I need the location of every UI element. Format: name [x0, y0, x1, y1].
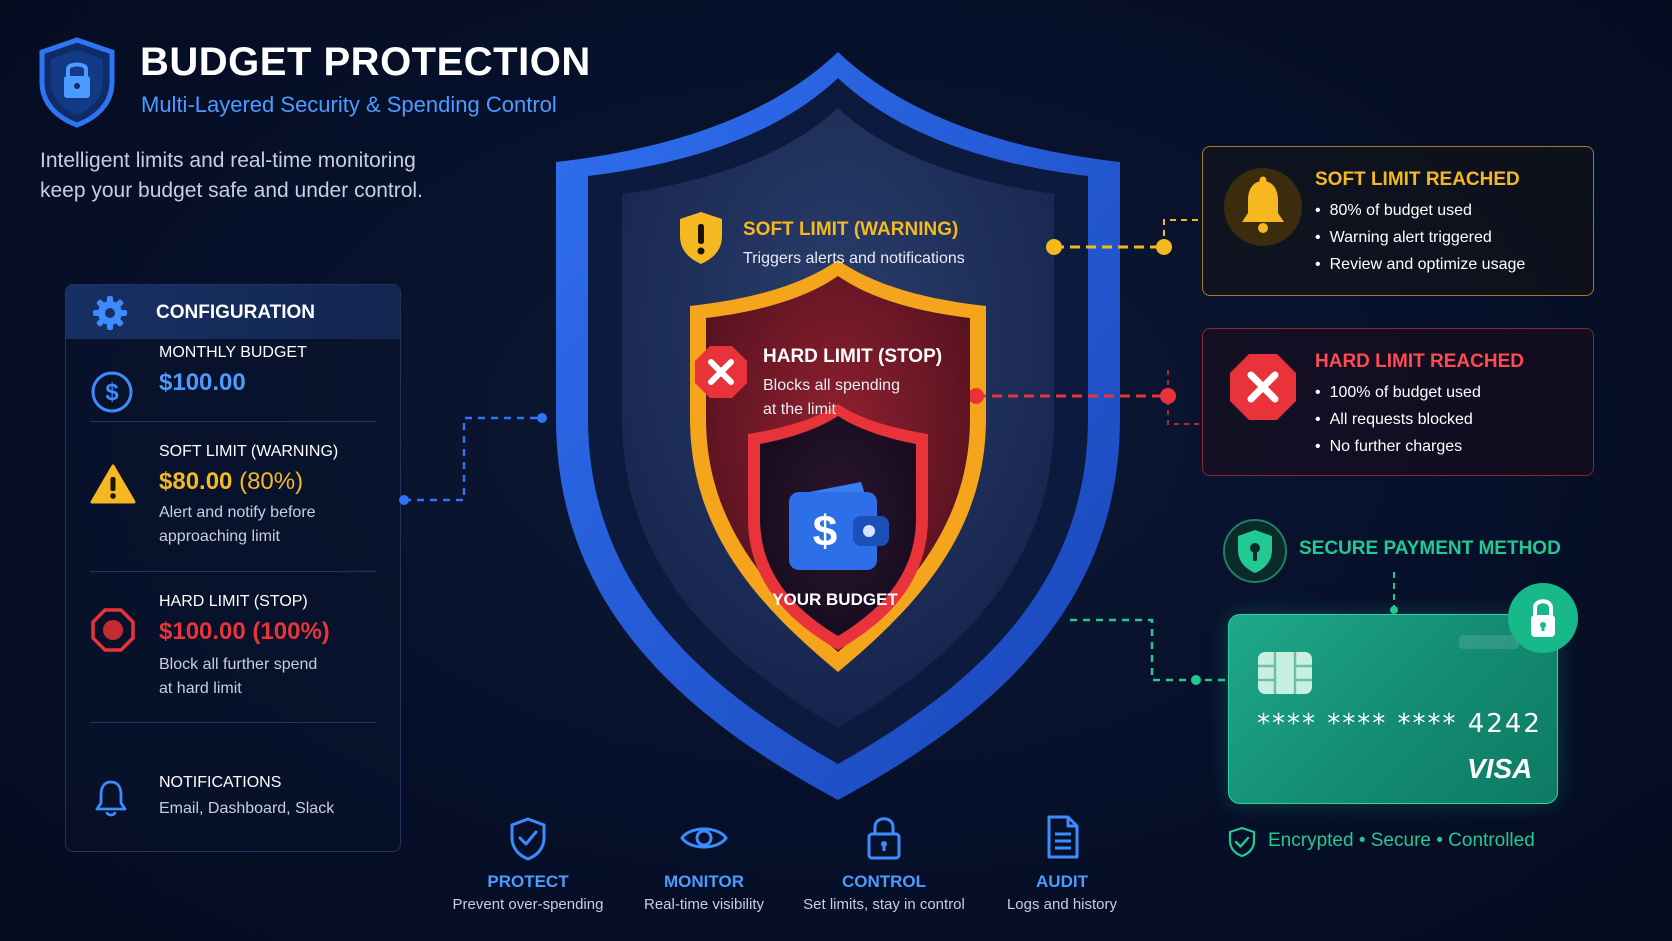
feature-audit-title: AUDIT [1036, 872, 1088, 891]
configuration-panel: CONFIGURATION $ MONTHLY BUDGET $100.00 S… [65, 284, 401, 852]
hard-limit-reached-list: 100% of budget used All requests blocked… [1315, 379, 1481, 460]
soft-limit-reached-title: SOFT LIMIT REACHED [1315, 169, 1520, 190]
bell-alert-icon [1223, 167, 1303, 252]
gear-icon [92, 295, 128, 336]
dollar-circle-icon: $ [90, 370, 134, 419]
header-logo-shield-icon [36, 36, 118, 133]
feature-monitor: MONITOR Real-time visibility [604, 812, 804, 922]
payment-title-connector [1390, 572, 1398, 614]
list-item: Review and optimize usage [1315, 251, 1526, 278]
svg-text:$: $ [105, 379, 119, 406]
card-number: **** **** **** 4242 [1257, 709, 1542, 739]
document-icon [1046, 814, 1080, 865]
shield-soft-limit-title: SOFT LIMIT (WARNING) [743, 219, 959, 240]
hard-limit-desc-line-2: at hard limit [159, 680, 242, 697]
soft-limit-amount: $80.00 [159, 468, 233, 495]
hard-limit-description: Block all further spend at hard limit [159, 653, 379, 701]
wallet-icon: $ [785, 478, 891, 579]
notifications-value: Email, Dashboard, Slack [159, 800, 335, 817]
list-item: No further charges [1315, 433, 1481, 460]
hard-limit-reached-card: HARD LIMIT REACHED 100% of budget used A… [1202, 328, 1594, 476]
payment-connector-line [1070, 618, 1230, 685]
stop-x-icon [692, 343, 750, 406]
divider [90, 722, 376, 723]
shield-hard-desc-line-1: Blocks all spending [763, 377, 900, 394]
warning-shield-icon [677, 210, 725, 271]
eye-icon [680, 820, 728, 861]
soft-limit-connector-line [1046, 219, 1202, 255]
feature-protect-title: PROTECT [487, 872, 569, 891]
feature-audit-desc: Logs and history [1006, 896, 1118, 913]
soft-limit-description: Alert and notify before approaching limi… [159, 501, 379, 549]
list-item: 80% of budget used [1315, 197, 1525, 224]
wallet-dollar-symbol: $ [813, 507, 837, 556]
monthly-budget-label: MONTHLY BUDGET [159, 344, 307, 361]
hard-limit-value: $100.00 (100%) [159, 618, 330, 645]
list-item: 100% of budget used [1315, 379, 1481, 406]
shield-hard-limit-title: HARD LIMIT (STOP) [763, 346, 943, 367]
soft-limit-desc-line-2: approaching limit [159, 528, 280, 545]
hard-limit-desc-line-1: Block all further spend [159, 656, 318, 673]
soft-limit-reached-list: 80% of budget used Warning alert trigger… [1315, 197, 1526, 278]
notifications-label: NOTIFICATIONS [159, 774, 282, 791]
list-item: All requests blocked [1315, 406, 1481, 433]
feature-control: CONTROL Set limits, stay in control [784, 812, 984, 922]
configuration-title: CONFIGURATION [156, 302, 316, 323]
divider [90, 421, 376, 422]
feature-control-title: CONTROL [841, 872, 927, 891]
feature-control-desc: Set limits, stay in control [803, 896, 965, 913]
feature-protect-desc: Prevent over-spending [452, 896, 604, 913]
hard-limit-reached-title: HARD LIMIT REACHED [1315, 351, 1524, 372]
feature-monitor-desc: Real-time visibility [643, 896, 765, 913]
card-brand-logo: VISA [1467, 753, 1533, 784]
soft-limit-percent: (80%) [239, 468, 304, 495]
config-connector-line [399, 413, 547, 505]
configuration-header: CONFIGURATION [66, 285, 400, 339]
hard-limit-connector-line [970, 370, 1204, 425]
bell-icon [94, 779, 128, 822]
secure-payment-title: SECURE PAYMENT METHOD [1299, 538, 1561, 559]
shield-soft-limit-desc: Triggers alerts and notifications [743, 250, 965, 267]
payment-security-footer: Encrypted • Secure • Controlled [1268, 830, 1535, 851]
feature-audit: AUDIT Logs and history [962, 812, 1162, 922]
divider [90, 571, 376, 572]
soft-limit-reached-card: SOFT LIMIT REACHED 80% of budget used Wa… [1202, 146, 1594, 296]
list-item: Warning alert triggered [1315, 224, 1525, 251]
page-title: BUDGET PROTECTION [140, 40, 591, 84]
card-signature-strip [1459, 635, 1519, 649]
hard-limit-label: HARD LIMIT (STOP) [159, 593, 308, 610]
shield-check-icon [508, 816, 548, 867]
stop-x-icon [1227, 351, 1299, 428]
soft-limit-value: $80.00 (80%) [159, 468, 303, 496]
stop-octagon-icon [90, 607, 136, 658]
feature-monitor-title: MONITOR [664, 872, 744, 891]
monthly-budget-value: $100.00 [159, 369, 246, 396]
warning-triangle-icon [90, 463, 136, 510]
soft-limit-label: SOFT LIMIT (WARNING) [159, 443, 339, 460]
payment-card[interactable]: **** **** **** 4242 VISA [1228, 614, 1558, 804]
feature-protect: PROTECT Prevent over-spending [428, 812, 628, 922]
lock-icon [866, 814, 902, 865]
page-subtitle: Multi-Layered Security & Spending Contro… [141, 92, 557, 117]
card-lock-icon [1507, 582, 1579, 659]
shield-hard-limit-desc: Blocks all spending at the limit [763, 374, 900, 422]
check-shield-icon [1228, 826, 1256, 863]
card-chip-icon [1257, 651, 1313, 700]
secure-payment-shield-icon [1222, 518, 1288, 589]
shield-hard-desc-line-2: at the limit [763, 401, 836, 418]
intro-text: Intelligent limits and real-time monitor… [40, 146, 510, 206]
soft-limit-desc-line-1: Alert and notify before [159, 504, 316, 521]
your-budget-label: YOUR BUDGET [772, 590, 898, 609]
intro-line-1: Intelligent limits and real-time monitor… [40, 149, 416, 172]
intro-line-2: keep your budget safe and under control. [40, 179, 423, 202]
